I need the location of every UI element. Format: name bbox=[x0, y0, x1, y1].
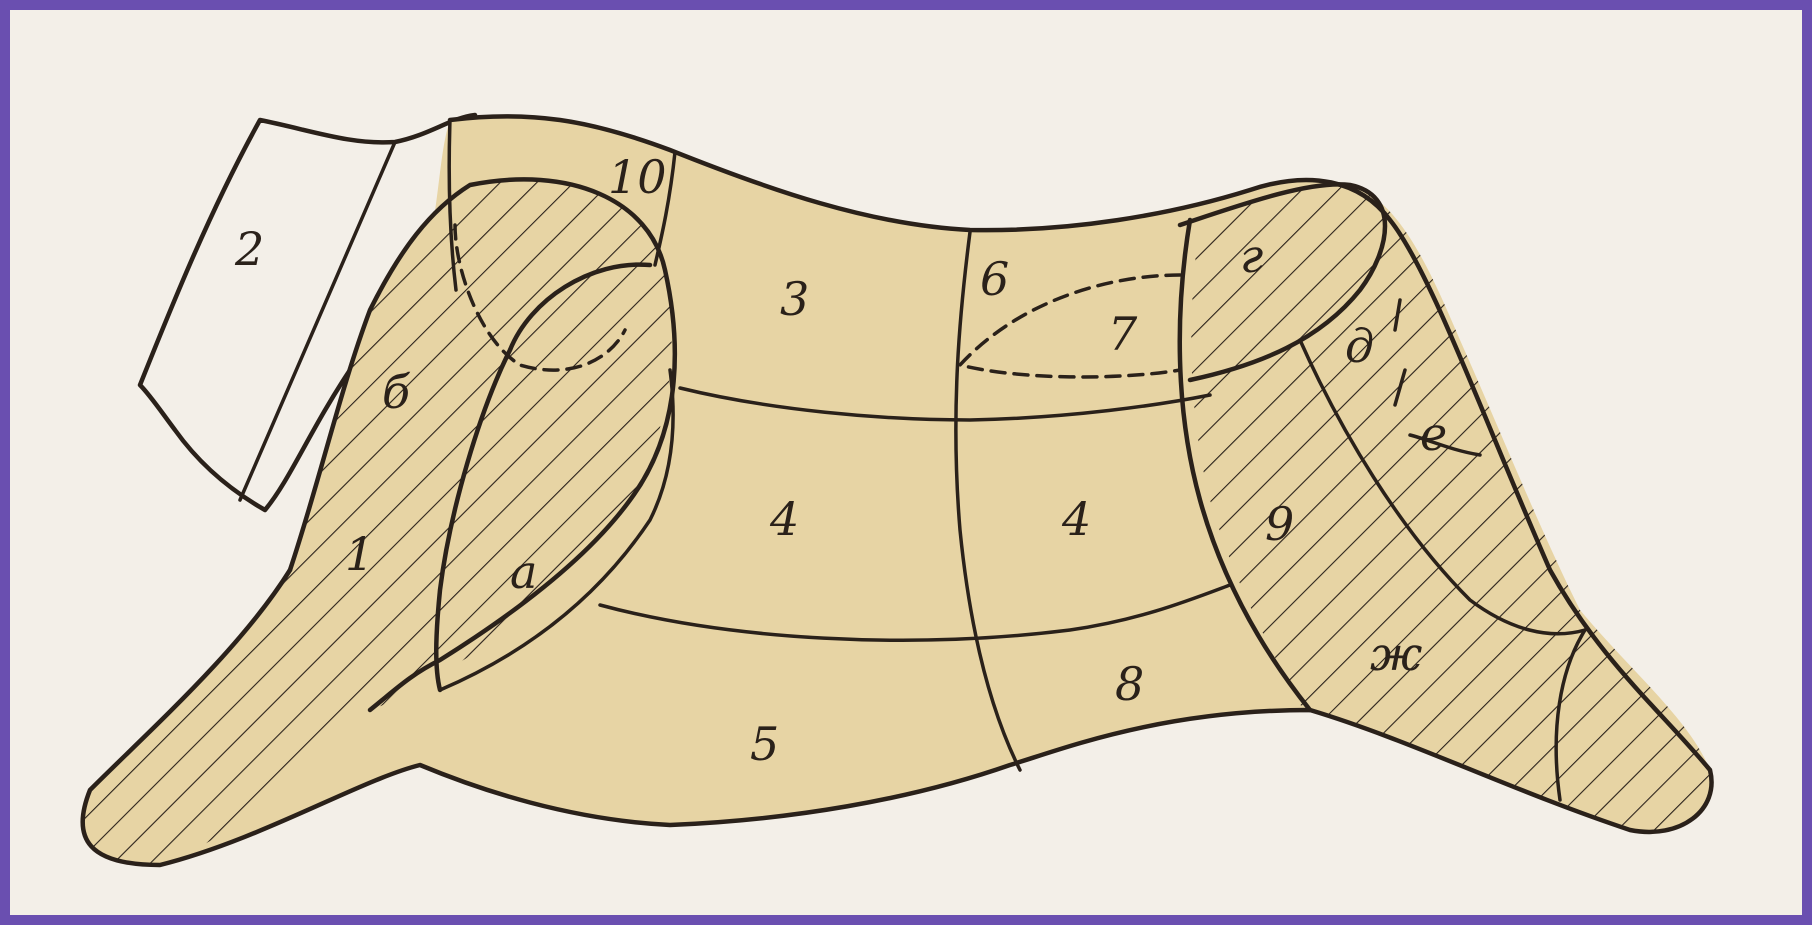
label-region-zh: ж bbox=[1370, 627, 1422, 681]
label-region-4-rear: 4 bbox=[1061, 492, 1091, 546]
label-region-1: 1 bbox=[345, 527, 374, 581]
label-region-5: 5 bbox=[750, 717, 779, 771]
label-region-d: д bbox=[1345, 319, 1374, 373]
label-region-8: 8 bbox=[1115, 657, 1144, 711]
label-region-b: б bbox=[382, 365, 411, 419]
label-region-10: 10 bbox=[608, 150, 667, 204]
label-region-9: 9 bbox=[1265, 497, 1294, 551]
carcass-cut-diagram: 2 10 3 6 7 г б д е 1 а 4 4 9 8 5 ж bbox=[10, 10, 1802, 915]
label-region-e: е bbox=[1420, 407, 1447, 461]
label-region-g: г bbox=[1240, 229, 1263, 283]
label-region-a: а bbox=[510, 545, 537, 599]
label-region-6: 6 bbox=[980, 252, 1009, 306]
diagram-frame: 2 10 3 6 7 г б д е 1 а 4 4 9 8 5 ж bbox=[10, 10, 1802, 915]
label-region-7: 7 bbox=[1108, 307, 1138, 361]
label-region-2: 2 bbox=[234, 222, 264, 276]
label-region-3: 3 bbox=[780, 272, 809, 326]
label-region-4-front: 4 bbox=[769, 492, 799, 546]
